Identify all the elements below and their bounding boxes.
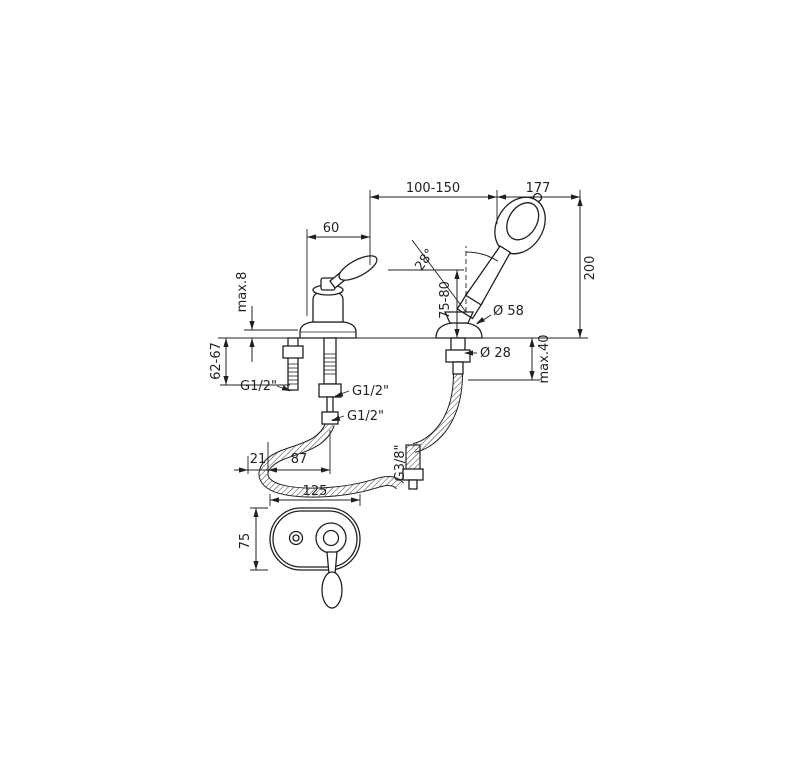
flexible-hose-shower [412, 373, 463, 453]
dim-label-shower-height: 200 [583, 256, 598, 281]
dim-label-hole-dia: Ø 28 [480, 346, 511, 361]
hose-end-fitting [402, 444, 424, 490]
dim-label-span-shower: 177 [526, 181, 551, 196]
dim-label-body-clamp: 62-67 [209, 342, 224, 380]
faucet-assembly [282, 255, 378, 425]
dim-label-plate-width: 125 [303, 484, 328, 499]
arrowheads [223, 194, 583, 570]
dim-label-span-total: 100-150 [406, 181, 460, 196]
dimension-lines [225, 196, 581, 570]
dimension-labels: 100-150 177 60 28° 200 max.8 75-80 Ø 58 … [209, 181, 598, 549]
dim-label-spout-height: 75-80 [438, 281, 453, 319]
dim-label-thread-shower-hose: G3/8" [393, 445, 408, 482]
dim-label-thread-hose: G1/2" [347, 409, 384, 424]
dim-label-plate-max: max.8 [235, 272, 250, 313]
dim-label-off-21: 21 [250, 452, 267, 467]
hand-shower [456, 192, 546, 320]
dim-label-thread-center: G1/2" [352, 384, 389, 399]
extension-lines [220, 190, 581, 571]
mounting-plate-detail [269, 507, 361, 609]
dim-label-thread-left: G1/2" [240, 379, 277, 394]
dim-label-deck-max: max.40 [537, 335, 552, 384]
flexible-hose-faucet [258, 421, 404, 498]
dim-label-escutcheon-dia: Ø 58 [493, 304, 524, 319]
shower-holder [435, 311, 483, 375]
dim-label-spout-reach: 60 [323, 221, 340, 236]
dim-label-off-87: 87 [291, 452, 308, 467]
dim-label-plate-height: 75 [238, 533, 253, 550]
